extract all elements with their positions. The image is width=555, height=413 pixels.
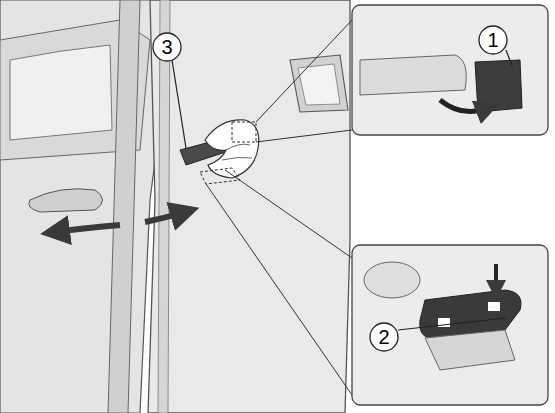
leader-line bbox=[172, 60, 186, 148]
swing-arrow bbox=[55, 225, 120, 232]
callout-number: 3 bbox=[153, 33, 181, 61]
press-arrow bbox=[494, 264, 498, 290]
callout-circle bbox=[370, 323, 398, 351]
door-panel bbox=[148, 0, 350, 413]
handle-recess bbox=[360, 55, 466, 95]
zoom-line bbox=[256, 20, 352, 122]
zoom-line bbox=[225, 170, 352, 258]
callout-number: 2 bbox=[370, 323, 398, 351]
speaker bbox=[364, 262, 420, 298]
interior-view bbox=[10, 45, 112, 140]
inset-box bbox=[352, 5, 548, 135]
lock-switch bbox=[420, 290, 521, 338]
detail-area bbox=[232, 122, 256, 142]
pillar bbox=[108, 0, 140, 413]
mirror bbox=[290, 55, 348, 112]
hand bbox=[205, 120, 259, 178]
callout-circle bbox=[153, 33, 181, 61]
zoom-line bbox=[206, 184, 352, 395]
callout-number: 1 bbox=[479, 26, 507, 54]
inner-handle bbox=[475, 60, 522, 112]
swing-arrow bbox=[145, 212, 185, 222]
outer-handle bbox=[29, 189, 103, 212]
leader-line bbox=[398, 318, 506, 330]
pull-arrow bbox=[440, 100, 488, 112]
callout-circle bbox=[479, 26, 507, 54]
leader-line bbox=[506, 50, 512, 66]
inset-box bbox=[352, 245, 548, 405]
car-body bbox=[0, 0, 175, 413]
switch-base bbox=[425, 330, 515, 370]
zoom-line bbox=[256, 130, 352, 142]
door-edge bbox=[158, 0, 170, 413]
